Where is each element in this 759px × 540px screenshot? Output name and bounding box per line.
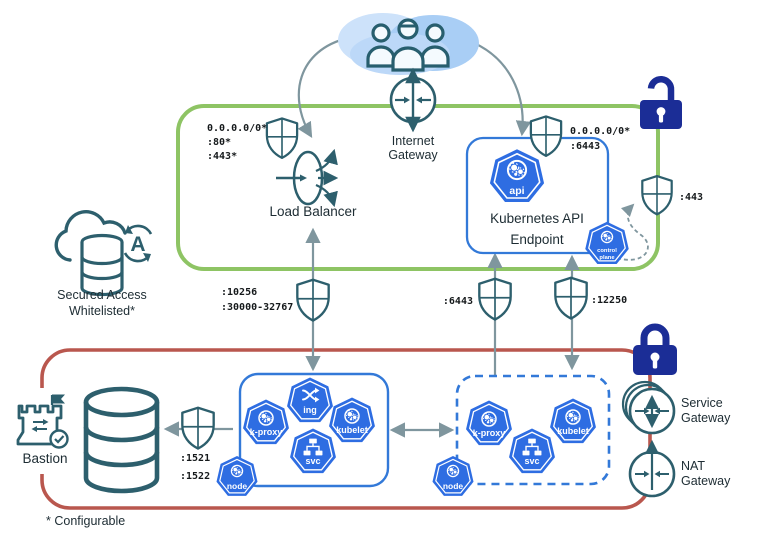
secured-access-label-2: Whitelisted* — [69, 304, 135, 318]
nat-gateway-label-1: NAT — [681, 459, 705, 473]
users-cloud-icon — [338, 13, 479, 75]
users-people-icon — [366, 18, 450, 72]
egress-443-label: :443 — [679, 192, 703, 203]
hex-kubelet-primary: kubelet — [328, 396, 376, 443]
worker-ports-shield-icon — [296, 278, 330, 322]
service-gateway-icon — [621, 380, 676, 435]
service-gateway-label-2: Gateway — [681, 411, 731, 425]
internet-gateway-label-1: Internet — [392, 134, 435, 148]
api-rule-cidr: 0.0.0.0/0* — [570, 126, 630, 137]
hex-node-secondary-label: node — [443, 481, 464, 491]
hex-node-secondary: node — [431, 455, 475, 497]
hex-ing: ing — [286, 376, 334, 423]
connection-lines — [163, 36, 649, 438]
service-gateway-label-1: Service — [681, 396, 723, 410]
hex-svc-primary: svc — [289, 427, 337, 474]
health-12250-shield-icon — [554, 276, 588, 320]
api-endpoint-label-2: Endpoint — [510, 232, 564, 247]
worker-port-nodeport: :30000-32767 — [221, 302, 293, 313]
secured-access-icon: A — [54, 210, 153, 297]
hex-node-primary-label: node — [227, 481, 248, 491]
hex-control-plane-label-1: control — [597, 248, 617, 254]
load-balancer-label: Load Balancer — [269, 204, 357, 219]
lb-rule-cidr: 0.0.0.0/0* — [207, 123, 267, 134]
bastion-icon — [16, 394, 69, 449]
worker-port-10256: :10256 — [221, 287, 257, 298]
lb-rule-80: :80* — [207, 137, 231, 148]
api-6443-shield-icon — [478, 277, 512, 321]
hex-control-plane: control plane — [584, 221, 630, 265]
port-6443-label: :6443 — [443, 296, 473, 307]
locked-padlock-icon — [633, 323, 677, 375]
hex-control-plane-label-2: plane — [599, 255, 615, 261]
hex-svc-secondary-label: svc — [524, 456, 539, 466]
load-balancer-icon — [276, 148, 339, 208]
api-rule-6443: :6443 — [570, 141, 600, 152]
secured-access-label-1: Secured Access — [57, 288, 147, 302]
hex-kproxy-secondary-label: k-proxy — [473, 428, 506, 438]
nat-gateway-icon — [628, 439, 676, 498]
port-12250-label: :12250 — [591, 295, 627, 306]
hex-svc-secondary: svc — [508, 427, 556, 474]
internet-gateway-label-2: Gateway — [388, 148, 438, 162]
lb-firewall-shield-icon — [265, 117, 299, 160]
hex-ing-label: ing — [303, 405, 317, 415]
hex-kproxy-primary-label: k-proxy — [250, 427, 283, 437]
db-port-1521: :1521 — [180, 453, 210, 464]
egress-443-shield-icon — [641, 174, 673, 216]
hex-kproxy-secondary: k-proxy — [465, 399, 513, 446]
lb-rule-443: :443* — [207, 151, 237, 162]
hex-svc-primary-label: svc — [305, 456, 320, 466]
hex-kproxy-primary: k-proxy — [242, 398, 290, 445]
unlocked-padlock-icon — [640, 76, 682, 129]
api-endpoint-label-1: Kubernetes API — [490, 211, 584, 226]
db-port-1522: :1522 — [180, 471, 210, 482]
controlplane-egress-dashed-line — [616, 203, 649, 261]
users-to-api-line — [466, 38, 532, 137]
db-ports-shield-icon — [181, 406, 215, 450]
nat-gateway-label-2: Gateway — [681, 474, 731, 488]
users-to-lb-line — [297, 36, 349, 138]
hex-kubelet-primary-label: kubelet — [336, 425, 368, 435]
database-icon — [83, 386, 160, 494]
hex-api: api — [489, 148, 545, 203]
svg-text:A: A — [130, 233, 145, 256]
auto-sync-a-icon: A — [123, 224, 153, 263]
hex-kubelet-secondary: kubelet — [549, 397, 597, 444]
bastion-label: Bastion — [22, 451, 67, 466]
hex-api-label: api — [509, 185, 524, 197]
hex-kubelet-secondary-label: kubelet — [557, 426, 589, 436]
hex-node-primary: node — [215, 455, 259, 497]
internet-gateway-icon — [389, 67, 437, 133]
configurable-footnote: * Configurable — [46, 514, 125, 528]
